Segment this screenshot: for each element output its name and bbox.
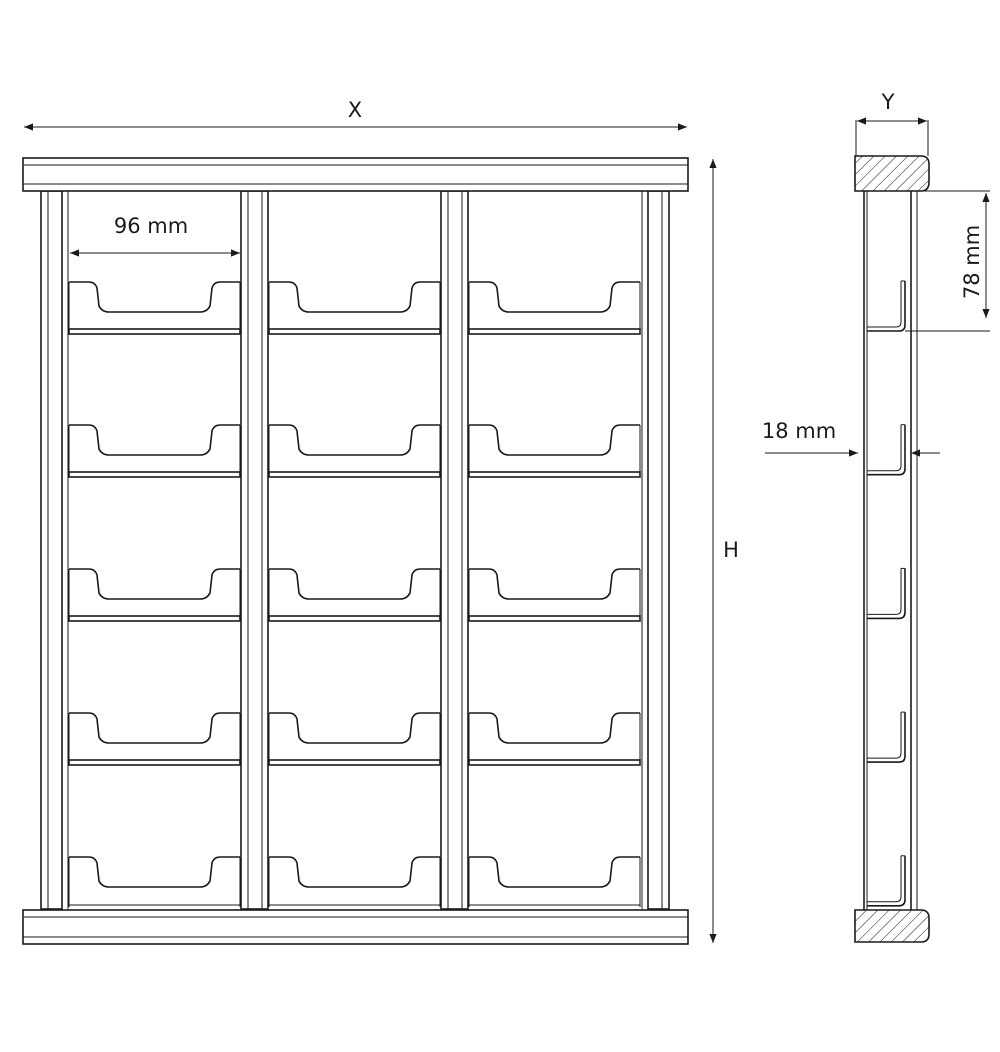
shelf-edge — [268, 471, 441, 478]
shelf-tray — [69, 424, 240, 456]
dimension-96-label: 96 mm — [114, 214, 188, 238]
side-tray-profiles — [867, 280, 906, 907]
shelf-tray — [269, 568, 440, 600]
shelf-tray — [269, 856, 440, 888]
shelf-edge — [68, 615, 241, 622]
shelf-tray — [69, 568, 240, 600]
right-post-outer — [647, 190, 670, 910]
side-tray-profile — [867, 568, 906, 620]
shelf-tray — [69, 281, 240, 313]
side-tray-profile-inner — [867, 568, 902, 615]
shelf-edge — [268, 759, 441, 766]
shelf-tray — [469, 712, 640, 744]
side-tray-profile — [867, 712, 906, 763]
side-tray-profile-inner — [867, 424, 902, 472]
shelf-edge — [468, 759, 641, 766]
side-tray-profile-inner — [867, 712, 902, 759]
dimension-18-label: 18 mm — [762, 419, 836, 443]
shelf-edge — [468, 328, 641, 335]
shelf-edge — [68, 759, 241, 766]
front-view: X H 96 mm — [22, 98, 739, 945]
divider-left — [240, 190, 269, 910]
side-tray-profile-inner — [867, 281, 902, 328]
dimension-78-label: 78 mm — [960, 225, 984, 299]
left-post-outer — [40, 190, 63, 910]
top-rail-section — [854, 155, 930, 192]
dimension-h-label: H — [723, 538, 739, 562]
shelf-tray — [269, 281, 440, 313]
dimension-x-label: X — [348, 98, 362, 122]
shelf-tray — [469, 424, 640, 456]
side-tray-profile — [867, 281, 906, 332]
top-rail — [22, 157, 689, 192]
side-view: Y 78 mm 18 mm — [762, 90, 990, 943]
front-shelves — [68, 281, 641, 907]
divider-right — [440, 190, 469, 910]
bottom-rail-section — [854, 909, 930, 943]
shelf-edge — [468, 615, 641, 622]
shelf-edge — [268, 328, 441, 335]
shelf-tray — [269, 712, 440, 744]
side-tray-profile — [867, 424, 906, 476]
shelf-edge — [468, 471, 641, 478]
shelf-edge — [68, 328, 241, 335]
side-tray-profile — [867, 855, 906, 907]
shelf-tray — [469, 856, 640, 888]
bottom-rail — [22, 909, 689, 945]
side-tray-profile-inner — [867, 855, 902, 903]
dimension-y-label: Y — [881, 90, 895, 114]
shelf-tray — [469, 568, 640, 600]
shelf-tray — [69, 712, 240, 744]
shelf-tray — [469, 281, 640, 313]
shelf-edge — [268, 615, 441, 622]
shelf-tray — [269, 424, 440, 456]
shelf-tray — [69, 856, 240, 888]
shelf-edge — [68, 471, 241, 478]
